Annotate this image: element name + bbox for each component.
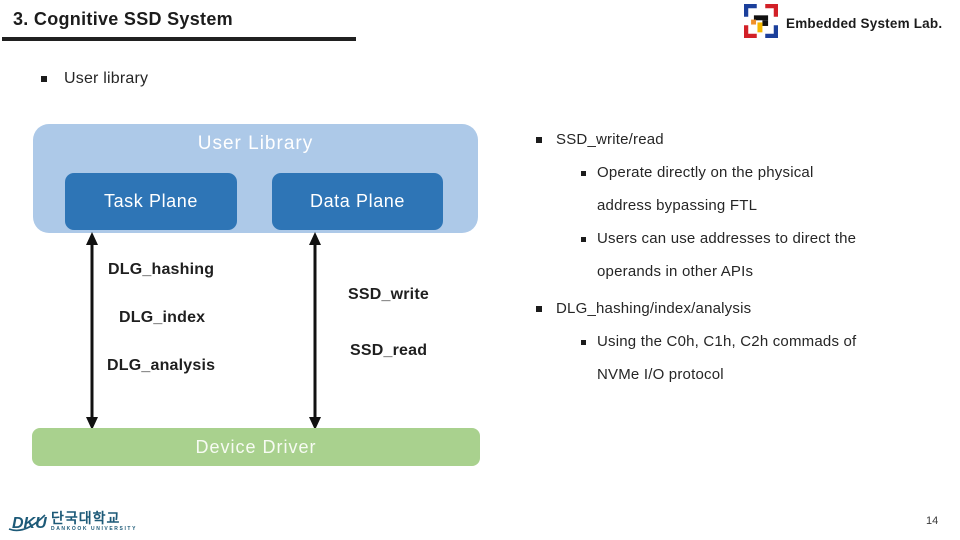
page-title: 3. Cognitive SSD System bbox=[13, 9, 233, 29]
title-underline bbox=[2, 37, 356, 41]
user-library-title: User Library bbox=[197, 133, 314, 154]
bullet-icon bbox=[581, 237, 586, 242]
double-arrow-left bbox=[85, 232, 99, 430]
api-label-ssd-read: SSD_read bbox=[350, 342, 428, 359]
page-number: 14 bbox=[926, 515, 939, 527]
dku-emblem-icon: DKU bbox=[7, 511, 47, 540]
esl-logo-icon bbox=[744, 4, 778, 43]
bullet-icon bbox=[536, 306, 542, 312]
university-logo: DKU 단국대학교 DANKOOK UNIVERSITY bbox=[7, 511, 137, 540]
bullet-icon bbox=[581, 340, 586, 345]
lead-bullet: User library bbox=[41, 70, 148, 88]
university-name-en: DANKOOK UNIVERSITY bbox=[51, 526, 138, 532]
university-name-kr: 단국대학교 bbox=[51, 510, 121, 526]
list-item: Using the C0h, C1h, C2h commads of bbox=[528, 333, 952, 366]
double-arrow-right bbox=[308, 232, 322, 430]
device-driver-box: Device Driver bbox=[32, 428, 480, 466]
user-library-box: User Library Task Plane Data Plane bbox=[33, 124, 478, 233]
bullet-icon bbox=[41, 76, 47, 82]
list-item-continuation: address bypassing FTL bbox=[597, 197, 758, 214]
list-item-continuation: NVMe I/O protocol bbox=[597, 366, 724, 383]
lead-bullet-label: User library bbox=[64, 70, 149, 87]
list-item: Operate directly on the physical bbox=[528, 164, 952, 197]
api-label-ssd-write: SSD_write bbox=[348, 286, 429, 303]
api-label-dlg-index: DLG_index bbox=[119, 309, 206, 326]
list-item: SSD_write/read bbox=[528, 131, 952, 164]
data-plane-box: Data Plane bbox=[272, 173, 443, 230]
list-item: DLG_hashing/index/analysis bbox=[528, 300, 952, 333]
bullet-icon bbox=[581, 171, 586, 176]
list-item: Users can use addresses to direct the bbox=[528, 230, 952, 263]
right-panel: SSD_write/read Operate directly on the p… bbox=[528, 131, 952, 399]
api-label-dlg-hashing: DLG_hashing bbox=[108, 261, 215, 278]
bullet-icon bbox=[536, 137, 542, 143]
api-label-dlg-analysis: DLG_analysis bbox=[107, 357, 216, 374]
list-item-continuation: operands in other APIs bbox=[597, 263, 754, 280]
task-plane-box: Task Plane bbox=[65, 173, 237, 230]
lab-brand: Embedded System Lab. bbox=[744, 4, 942, 43]
svg-text:DKU: DKU bbox=[12, 515, 47, 532]
lab-name: Embedded System Lab. bbox=[786, 16, 943, 31]
